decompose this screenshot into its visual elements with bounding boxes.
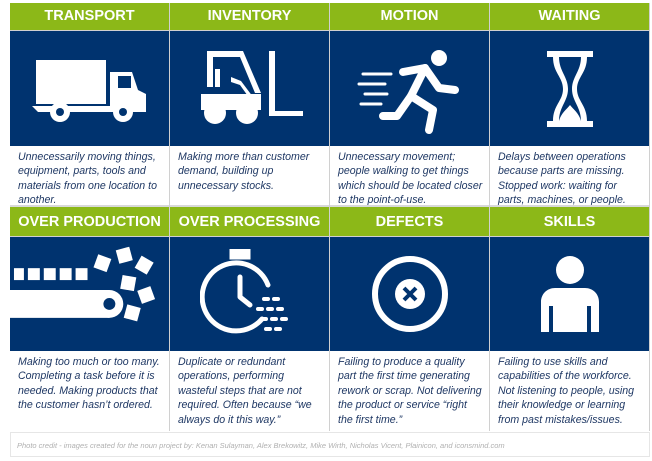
card-title: TRANSPORT [10,3,169,31]
truck-icon [10,31,169,146]
forklift-icon [170,31,329,146]
card-inventory: INVENTORY Making more than customer dema… [170,3,330,209]
card-motion: MOTION Unnecessary movement; people walk… [330,3,490,209]
person-icon [490,237,649,351]
card-title: MOTION [330,3,489,31]
card-over-processing: OVER PROCESSING Duplicate or redundant o… [170,205,330,431]
card-title: OVER PROCESSING [170,205,329,237]
hourglass-icon [490,31,649,146]
card-description: Unnecessarily moving things, equipment, … [10,146,169,209]
card-title: OVER PRODUCTION [10,205,169,237]
waste-grid: TRANSPORT Unnecessarily moving things, e… [10,3,650,209]
card-description: Making more than customer demand, buildi… [170,146,329,209]
card-description: Failing to use skills and capabilities o… [490,351,649,431]
card-title: INVENTORY [170,3,329,31]
card-title: DEFECTS [330,205,489,237]
card-description: Duplicate or redundant operations, perfo… [170,351,329,431]
x-circle-icon [330,237,489,351]
stopwatch-icon [170,237,329,351]
card-description: Delays between operations because parts … [490,146,649,209]
card-over-production: OVER PRODUCTION Making too much or too m… [10,205,170,431]
card-description: Failing to produce a quality part the fi… [330,351,489,431]
running-person-icon [330,31,489,146]
card-waiting: WAITING Delays between operations becaus… [490,3,650,209]
card-defects: DEFECTS Failing to produce a quality par… [330,205,490,431]
card-title: WAITING [490,3,649,31]
card-transport: TRANSPORT Unnecessarily moving things, e… [10,3,170,209]
card-title: SKILLS [490,205,649,237]
card-skills: SKILLS Failing to use skills and capabil… [490,205,650,431]
waste-grid-row-2: OVER PRODUCTION Making too much or too m… [10,205,650,431]
card-description: Unnecessary movement; people walking to … [330,146,489,209]
conveyor-boxes-icon [10,237,169,351]
card-description: Making too much or too many. Completing … [10,351,169,431]
photo-credit: Photo credit - images created for the no… [10,432,650,457]
